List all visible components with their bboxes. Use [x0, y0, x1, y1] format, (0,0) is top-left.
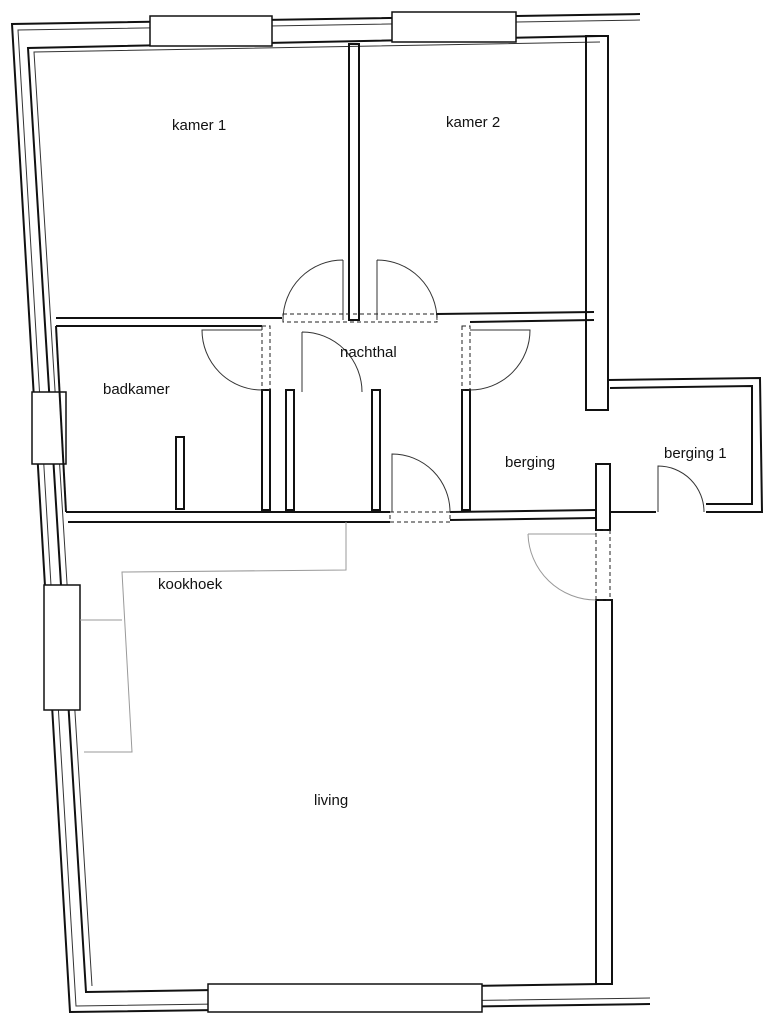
door-kamer1: [282, 259, 344, 321]
door-kamer2: [376, 259, 438, 321]
window-kamer1: [149, 15, 273, 47]
window-living: [207, 983, 483, 1013]
window-kamer2: [391, 11, 517, 43]
room-label-badkamer: badkamer: [103, 381, 170, 398]
door-nachthal-closet: [301, 331, 363, 393]
door-berging: [469, 329, 531, 391]
window-kookhoek: [43, 584, 81, 711]
door-entrance: [527, 533, 597, 601]
room-label-kamer1: kamer 1: [172, 117, 226, 134]
room-label-kookhoek: kookhoek: [158, 576, 223, 593]
room-label-berging: berging: [505, 454, 555, 471]
door-living: [391, 453, 451, 513]
room-label-living: living: [314, 792, 348, 809]
door-berging1: [657, 465, 705, 513]
room-label-nachthal: nachthal: [340, 344, 397, 361]
door-badkamer: [201, 329, 263, 391]
windows: [31, 11, 517, 1013]
interior-walls: [55, 35, 764, 985]
room-label-kamer2: kamer 2: [446, 114, 500, 131]
room-label-berging1: berging 1: [664, 445, 727, 462]
doors: [201, 259, 705, 601]
